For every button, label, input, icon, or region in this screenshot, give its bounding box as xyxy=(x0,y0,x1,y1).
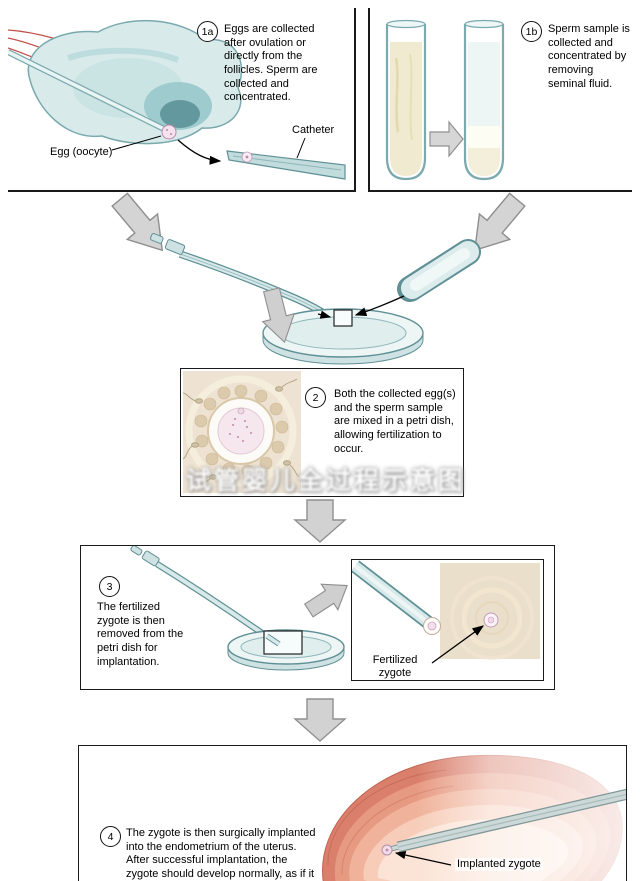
concentrate-arrow xyxy=(429,120,464,158)
step-2-text: Both the collected egg(s) and the sperm … xyxy=(334,388,456,455)
pipette-connector xyxy=(141,550,160,567)
egg-leader-line xyxy=(111,135,162,151)
watermark: 试管婴儿全过程示意图 xyxy=(185,467,466,495)
corona-cells xyxy=(194,384,289,478)
step-1b-number: 1b xyxy=(525,25,538,38)
panel-egg-collection: 1a Eggs are collected after ovulation or… xyxy=(8,8,356,192)
transfer-arrow xyxy=(261,287,295,344)
test-tubes-illustration xyxy=(385,19,505,181)
oocyte-cytoplasm xyxy=(217,407,265,455)
step-number-badge: 1a xyxy=(197,21,218,42)
label-arrow xyxy=(431,625,485,664)
flow-arrow-right xyxy=(473,192,526,252)
catheter-to-dish-arrow xyxy=(317,310,332,319)
egg-to-catheter-arrow xyxy=(177,139,222,165)
uterus-illustration xyxy=(322,746,626,881)
implanted-zygote-label: Implanted zygote xyxy=(455,858,543,871)
tube-2-pellet xyxy=(468,148,500,176)
panel-zygote-removal: 3 The fertilized zygote is then removed … xyxy=(80,545,555,690)
egg-oocyte xyxy=(161,124,177,140)
catheter-label: Catheter xyxy=(292,124,335,136)
step-4-number: 4 xyxy=(107,830,114,843)
egg-cell-illustration xyxy=(183,371,301,493)
catheter-tube xyxy=(226,150,346,180)
ovary-illustration xyxy=(8,19,346,180)
egg-oocyte-label: Egg (oocyte) xyxy=(50,146,113,158)
polar-body xyxy=(237,407,245,415)
zygote-inset: Fertilized zygote xyxy=(351,559,544,681)
step-1a-text: Eggs are collected after ovulation or di… xyxy=(224,23,318,104)
step-4-text: The zygote is then surgically implanted … xyxy=(126,827,316,880)
zygote-closeup-illustration xyxy=(352,560,540,664)
test-tube-2 xyxy=(463,24,505,181)
panel-implantation: 4 The zygote is then surgically implante… xyxy=(78,745,627,881)
catheter-leader-line xyxy=(296,137,306,159)
step-1b-text: Sperm sample is collected and concentrat… xyxy=(548,23,630,90)
tube-1-liquid xyxy=(390,42,422,176)
sperm-cells xyxy=(183,378,301,490)
catheter-connector xyxy=(164,239,186,255)
mixing-zone xyxy=(333,309,353,327)
step-3-number: 3 xyxy=(106,580,113,593)
down-arrow xyxy=(293,499,347,543)
to-inset-arrow xyxy=(303,583,348,618)
fertilized-zygote-label: Fertilized zygote xyxy=(372,654,418,679)
step-number-badge: 2 xyxy=(305,387,326,408)
pipette-dish-illustration xyxy=(130,546,348,671)
step-number-badge: 3 xyxy=(99,576,120,597)
step-2-number: 2 xyxy=(312,391,319,404)
step-3-text: The fertilized zygote is then removed fr… xyxy=(97,601,184,668)
down-arrow xyxy=(293,698,347,742)
tube-to-dish-arrow xyxy=(354,295,405,317)
pickup-zone xyxy=(263,630,303,655)
mixing-scene xyxy=(111,192,526,365)
step-number-badge: 1b xyxy=(521,21,542,42)
label-arrow xyxy=(394,850,452,866)
step-1a-number: 1a xyxy=(201,25,214,38)
panel-fertilization: 2 Both the collected egg(s) and the sper… xyxy=(180,368,464,497)
step-number-badge: 4 xyxy=(100,826,121,847)
test-tube-1 xyxy=(385,24,427,181)
flow-arrow-left xyxy=(111,192,164,252)
panel-sperm-collection: 1b Sperm sample is collected and concent… xyxy=(368,8,632,192)
